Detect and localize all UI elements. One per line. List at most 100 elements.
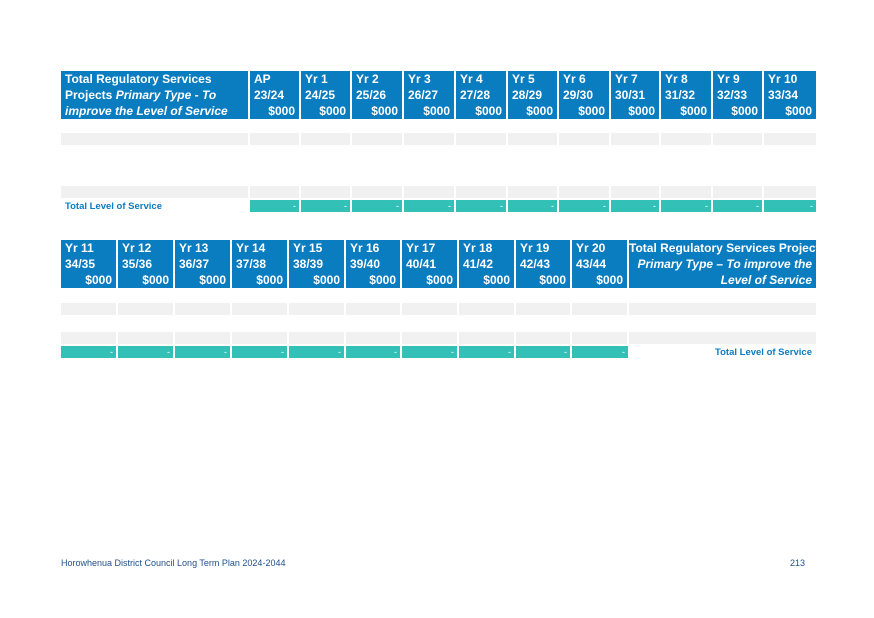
table-title-line3: Level of Service [627,272,816,288]
col-year: Yr 7 [609,71,660,87]
title-text-italic: Primary Type – To improve the [637,257,813,271]
table-title-line3: improve the Level of Service [61,103,249,119]
footer-text: Horowhenua District Council Long Term Pl… [61,558,286,568]
blank-row [61,133,816,145]
header-row-period: Projects Primary Type - To 23/24 24/25 2… [61,87,816,103]
page-number: 213 [790,558,806,568]
col-period: 37/38 [230,256,288,272]
table-yr11-20: Yr 11 Yr 12 Yr 13 Yr 14 Yr 15 Yr 16 Yr 1… [61,240,816,288]
col-unit: $000 [570,272,628,288]
total-value: - [454,200,507,212]
col-unit: $000 [287,272,345,288]
col-period: 43/44 [570,256,628,272]
col-year: Yr 20 [570,240,628,256]
col-year: Yr 10 [762,71,816,87]
col-unit: $000 [299,103,351,119]
col-year: Yr 15 [287,240,345,256]
col-unit: $000 [762,103,816,119]
col-unit: $000 [506,103,558,119]
col-unit: $000 [350,103,403,119]
total-value: - [350,200,403,212]
col-unit: $000 [344,272,401,288]
col-period: 33/34 [762,87,816,103]
col-period: 27/28 [454,87,507,103]
total-row: Total Level of Service - - - - - - - - -… [61,200,816,212]
blank-row [61,186,816,198]
total-value: - [344,346,401,358]
col-period: 31/32 [659,87,712,103]
col-unit: $000 [230,272,288,288]
total-value: - [400,346,458,358]
total-label: Total Level of Service [628,346,816,358]
col-period: 41/42 [457,256,515,272]
col-year: Yr 3 [402,71,455,87]
total-value: - [402,200,455,212]
col-unit: $000 [557,103,610,119]
total-value: - [506,200,558,212]
col-unit: $000 [609,103,660,119]
title-text-italic: Level of Service [720,273,812,287]
total-value: - [230,346,288,358]
col-unit: $000 [457,272,515,288]
total-value: - [61,346,117,358]
col-unit: $000 [400,272,458,288]
total-value: - [711,200,763,212]
col-year: AP [248,71,300,87]
total-row: - - - - - - - - - - Total Level of Servi… [61,346,816,358]
total-value: - [659,200,712,212]
total-value: - [570,346,628,358]
col-year: Yr 16 [344,240,401,256]
col-year: Yr 4 [454,71,507,87]
header-row-unit: improve the Level of Service $000 $000 $… [61,103,816,119]
table-title-line2: Projects Primary Type - To [61,87,249,103]
col-period: 38/39 [287,256,345,272]
title-text-italic: Primary Type - To [115,88,217,102]
col-period: 25/26 [350,87,403,103]
col-period: 24/25 [299,87,351,103]
header-row-year: Total Regulatory Services AP Yr 1 Yr 2 Y… [61,71,816,87]
title-text-italic: improve the Level of Service [65,104,228,118]
col-period: 28/29 [506,87,558,103]
blank-row [61,303,816,315]
total-value: - [514,346,571,358]
col-period: 40/41 [400,256,458,272]
total-value: - [457,346,515,358]
col-unit: $000 [711,103,763,119]
col-unit: $000 [454,103,507,119]
header-row-period: 34/35 35/36 36/37 37/38 38/39 39/40 40/4… [61,256,816,272]
col-period: 42/43 [514,256,571,272]
col-period: 29/30 [557,87,610,103]
blank-row [61,332,816,344]
col-year: Yr 12 [116,240,174,256]
col-year: Yr 8 [659,71,712,87]
table-title-line2: Primary Type – To improve the [627,256,816,272]
col-year: Yr 9 [711,71,763,87]
col-year: Yr 19 [514,240,571,256]
col-unit: $000 [61,272,117,288]
col-period: 34/35 [61,256,117,272]
col-year: Yr 14 [230,240,288,256]
total-value: - [557,200,610,212]
total-value: - [248,200,300,212]
total-value: - [609,200,660,212]
total-value: - [299,200,351,212]
col-year: Yr 17 [400,240,458,256]
col-year: Yr 11 [61,240,117,256]
total-value: - [173,346,231,358]
total-value: - [287,346,345,358]
col-year: Yr 1 [299,71,351,87]
table-title-line1: Total Regulatory Services Projects [627,240,816,256]
title-text: Projects [65,88,116,102]
col-year: Yr 2 [350,71,403,87]
col-year: Yr 5 [506,71,558,87]
col-period: 23/24 [248,87,300,103]
table-yr0-10: Total Regulatory Services AP Yr 1 Yr 2 Y… [61,71,816,119]
col-year: Yr 6 [557,71,610,87]
col-unit: $000 [116,272,174,288]
col-period: 39/40 [344,256,401,272]
col-period: 36/37 [173,256,231,272]
col-period: 35/36 [116,256,174,272]
col-unit: $000 [659,103,712,119]
col-unit: $000 [402,103,455,119]
col-year: Yr 13 [173,240,231,256]
